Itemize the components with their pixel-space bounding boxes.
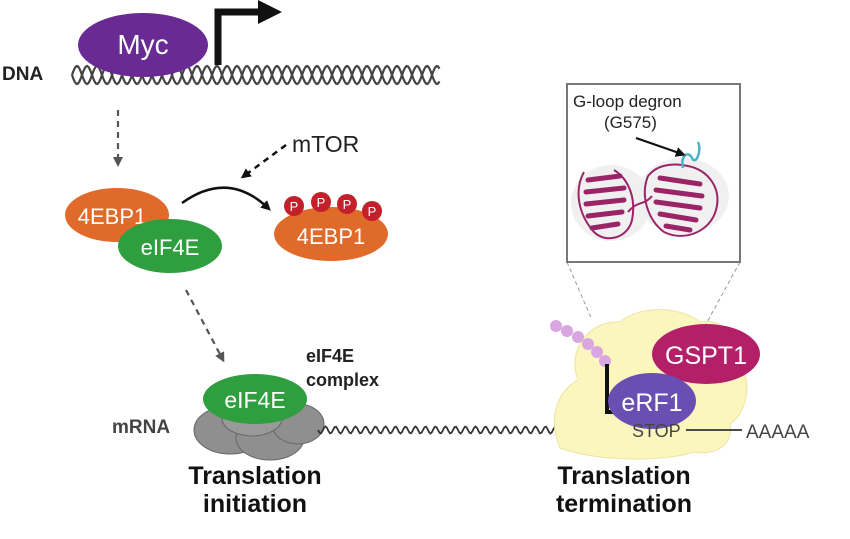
phosphate-2-label: P [317, 195, 326, 210]
gspt1-protein [652, 324, 760, 384]
myc-protein [78, 13, 208, 77]
phosphate-4 [362, 201, 382, 221]
g-loop-pointer-arrow [635, 136, 686, 157]
transcription-arrow-head [258, 0, 282, 24]
inset-connector-left [566, 261, 593, 321]
eif4e-to-complex-dashed-arrow [185, 289, 225, 363]
eif4e-bottom-protein [203, 374, 307, 424]
phosphate-groups: P P P P [284, 192, 382, 221]
stop-codon-label: STOP [632, 421, 681, 441]
mtor-label: mTOR [292, 131, 359, 157]
peptide-bead-4 [582, 338, 594, 350]
mrna-label: mRNA [112, 417, 170, 438]
complex-label-line1: eIF4E [306, 346, 354, 366]
termination-title-line2: termination [556, 490, 692, 518]
phosphate-1-label: P [290, 199, 299, 214]
inset-connector-right [705, 261, 741, 325]
eif4e-left-protein [118, 219, 222, 273]
transcription-start-arrow [214, 8, 262, 65]
coil-left [577, 169, 635, 240]
erf1-protein [608, 373, 696, 429]
myc-label: Myc [117, 29, 168, 60]
complex-label-line2: complex [306, 370, 379, 390]
erf1-label: eRF1 [621, 389, 682, 417]
phosphate-1 [284, 196, 304, 216]
g-loop-label-line1: G-loop degron [573, 92, 682, 111]
phosphate-3 [337, 194, 357, 214]
coil-right [643, 163, 719, 237]
mtor-dashed-arrow [240, 143, 287, 179]
4ebp1-right-label: 4EBP1 [297, 224, 366, 249]
peptide-bead-2 [561, 325, 573, 337]
initiation-title-line2: initiation [203, 490, 307, 518]
dna-label: DNA [2, 64, 43, 85]
initiation-title-line1: Translation [188, 462, 321, 490]
poly-a-label: AAAAA [746, 422, 810, 443]
peptide-bead-1 [550, 320, 562, 332]
termination-title-line1: Translation [557, 462, 690, 490]
nascent-peptide [550, 320, 611, 367]
protein-structure-image [571, 141, 729, 241]
beta-sheet-left [583, 173, 627, 231]
eif4e-bottom-label: eIF4E [224, 387, 285, 413]
phosphate-2 [311, 192, 331, 212]
peptide-bead-5 [591, 346, 603, 358]
gspt1-label: GSPT1 [665, 342, 747, 370]
eif4e-left-label: eIF4E [141, 235, 200, 260]
beta-sheet-right [653, 175, 705, 233]
phosphate-4-label: P [368, 204, 377, 219]
g-loop-label-line2: (G575) [604, 113, 657, 132]
peptide-bead-3 [572, 331, 584, 343]
g-loop-degron [681, 141, 701, 169]
phosphorylation-arrow [181, 186, 271, 211]
dna-strand-top [70, 64, 441, 86]
4ebp1-phospho-protein [274, 207, 388, 261]
linker-coil [627, 195, 653, 213]
4ebp1-left-label: 4EBP1 [78, 204, 147, 229]
phosphate-3-label: P [343, 197, 352, 212]
